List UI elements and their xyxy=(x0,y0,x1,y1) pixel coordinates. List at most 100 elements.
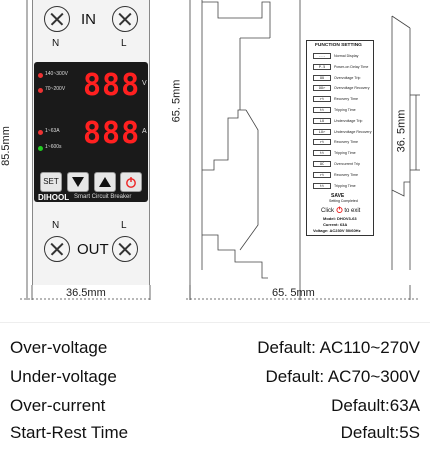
status-led-4 xyxy=(38,146,43,151)
set-button[interactable]: SET xyxy=(40,172,62,192)
dimension-lines xyxy=(20,0,420,300)
function-setting-title: FUNCTION SETTING xyxy=(315,43,362,48)
range-label-3: 1~63A xyxy=(45,128,60,134)
terminal-n-bottom-label: N xyxy=(52,220,60,231)
spec-name: Over-current xyxy=(10,396,106,415)
function-row: ---Normal Display xyxy=(313,53,358,59)
function-text: Overcurrent Trip xyxy=(334,162,360,166)
spec-value: Default:5S xyxy=(340,423,420,442)
model-label: Model: DHOV3-63 xyxy=(323,216,357,221)
voltage-label: Voltage: AC230V 50/60Hz xyxy=(313,228,361,233)
spec-name: Over-voltage xyxy=(10,338,108,357)
spec-row: Over-voltage Default: AC110~270V xyxy=(10,338,420,364)
divider xyxy=(0,322,430,323)
out-label: OUT xyxy=(77,241,109,258)
range-label-4: 1~600s xyxy=(45,144,62,150)
status-led-1 xyxy=(38,73,43,78)
function-code: --- xyxy=(313,53,331,59)
spec-row: Over-current Default:63A xyxy=(10,396,420,422)
click-text: Click xyxy=(321,208,334,214)
voltage-unit: V xyxy=(142,80,147,87)
function-code: tt xyxy=(313,107,331,113)
terminal-screw-in-l xyxy=(112,6,138,32)
brand-subtitle: Smart Circuit Breaker xyxy=(74,194,132,200)
down-button[interactable] xyxy=(67,172,89,192)
front-width-dimension: 36.5mm xyxy=(66,287,106,299)
spec-row: Under-voltage Default: AC70~300V xyxy=(10,367,420,393)
function-code: OC xyxy=(313,161,331,167)
function-code: LUr xyxy=(313,128,331,135)
terminal-n-top-label: N xyxy=(52,38,60,49)
function-code: LU xyxy=(313,117,331,124)
function-text: Recovery Time xyxy=(334,140,358,145)
function-text: Undervoltage Recovery xyxy=(334,129,372,134)
side-height-dimension: 65. 5mm xyxy=(170,79,183,123)
power-icon xyxy=(126,177,136,188)
spec-name: Start-Rest Time xyxy=(10,423,129,442)
front-height-dimension: 85.5mm xyxy=(0,126,12,166)
current-unit: A xyxy=(142,128,147,135)
click-exit: Click to exit xyxy=(321,206,360,214)
range-label-1: 140~300V xyxy=(45,71,68,77)
brand-logo: DIHOOL xyxy=(38,193,70,202)
panel-depth-dimension: 36. 5mm xyxy=(395,109,408,153)
terminal-l-bottom-label: L xyxy=(121,220,127,231)
function-code: OUr xyxy=(313,85,331,92)
function-text: Tripping Time xyxy=(334,108,356,112)
function-text: Overvoltage Recovery xyxy=(334,86,370,91)
up-triangle-icon xyxy=(99,177,111,187)
down-triangle-icon xyxy=(72,177,84,187)
power-button[interactable] xyxy=(120,172,142,192)
exit-text: to exit xyxy=(344,208,361,214)
spec-value: Default:63A xyxy=(331,396,420,415)
function-text: Undervoltage Trip xyxy=(334,118,363,123)
terminal-l-top-label: L xyxy=(121,38,127,49)
function-text: Recovery Time xyxy=(334,97,358,102)
function-code: rt xyxy=(313,171,331,178)
spec-value: Default: AC110~270V xyxy=(257,338,420,357)
function-text: Recovery Time xyxy=(334,172,358,177)
function-code: rt xyxy=(313,96,331,103)
function-text: Power-on Delay Time xyxy=(334,64,369,69)
terminal-screw-in-n xyxy=(44,6,70,32)
spec-value: Default: AC70~300V xyxy=(265,367,420,386)
current-label: Current: 63A xyxy=(323,222,348,227)
terminal-screw-out-l xyxy=(112,236,138,262)
function-text: Normal Display xyxy=(334,54,359,58)
spec-name: Under-voltage xyxy=(10,367,117,386)
in-label: IN xyxy=(81,11,96,28)
status-led-3 xyxy=(38,130,43,135)
terminal-screw-out-n xyxy=(44,236,70,262)
function-code: tt xyxy=(313,182,331,189)
function-text: Overvoltage Trip xyxy=(334,75,361,80)
status-led-2 xyxy=(38,88,43,93)
save-label: SAVE xyxy=(331,193,345,199)
side-width-dimension: 65. 5mm xyxy=(272,287,315,299)
function-code: OU xyxy=(313,74,331,81)
save-sublabel: Setting Completed xyxy=(329,199,358,203)
up-button[interactable] xyxy=(94,172,116,192)
range-label-2: 70~200V xyxy=(45,86,66,92)
function-text: Tripping Time xyxy=(334,183,356,188)
power-icon xyxy=(336,206,343,214)
function-code: rt xyxy=(313,139,331,146)
function-code: P-5 xyxy=(313,63,331,70)
current-display: 888 xyxy=(83,116,141,151)
spec-row: Start-Rest Time Default:5S xyxy=(10,423,420,449)
voltage-display: 888 xyxy=(83,68,141,103)
function-text: Tripping Time xyxy=(334,151,356,156)
